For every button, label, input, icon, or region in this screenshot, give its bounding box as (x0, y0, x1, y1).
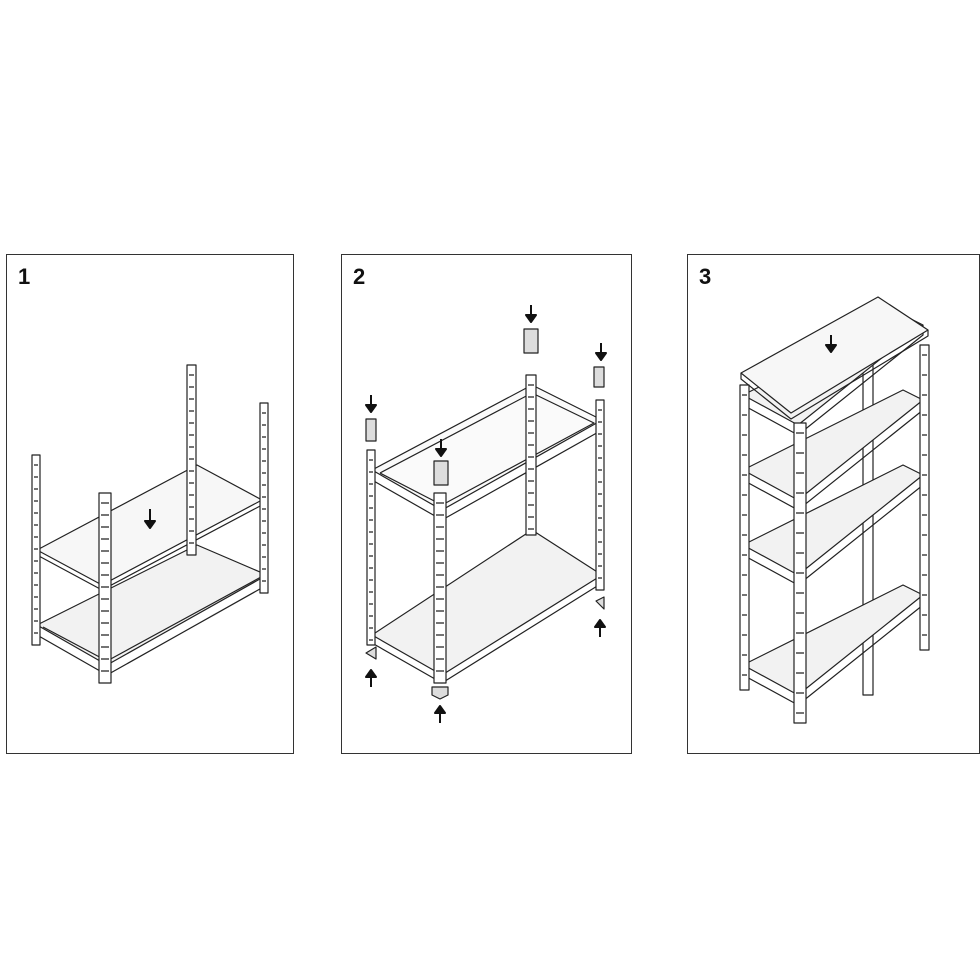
down-arrow-icon (435, 439, 447, 457)
lower-shelf (371, 529, 603, 676)
down-arrow-icon (525, 305, 537, 323)
step-2-panel: 2 (341, 254, 632, 754)
post-front-left (98, 492, 112, 684)
post-left (739, 384, 750, 691)
post-right (919, 344, 930, 651)
shelf-bottom (742, 584, 924, 706)
step-number: 2 (353, 264, 366, 289)
step-1-panel: 1 (6, 254, 294, 754)
post-right (595, 399, 605, 591)
step-2-illustration (365, 305, 607, 723)
up-arrow-icon (365, 669, 377, 687)
down-arrow-icon (825, 335, 837, 353)
down-arrow-icon (144, 509, 156, 529)
down-arrow-icon (365, 395, 377, 413)
post-back-left (31, 454, 41, 646)
step-3-panel: 3 (687, 254, 980, 754)
post-back-right (525, 374, 537, 536)
up-arrow-icon (434, 705, 446, 723)
step-3-illustration (739, 296, 930, 724)
post-front (793, 422, 807, 724)
step-number: 3 (699, 264, 712, 289)
corner-bracket-icons (365, 328, 605, 700)
post-front (433, 492, 447, 684)
top-shelf (371, 384, 603, 511)
post-front-right (259, 402, 269, 594)
step-1-illustration (31, 364, 269, 684)
post-left (366, 449, 376, 646)
up-arrow-icon (594, 619, 606, 637)
down-arrow-icon (595, 343, 607, 361)
post-back-right (186, 364, 197, 556)
step-number: 1 (18, 264, 31, 289)
